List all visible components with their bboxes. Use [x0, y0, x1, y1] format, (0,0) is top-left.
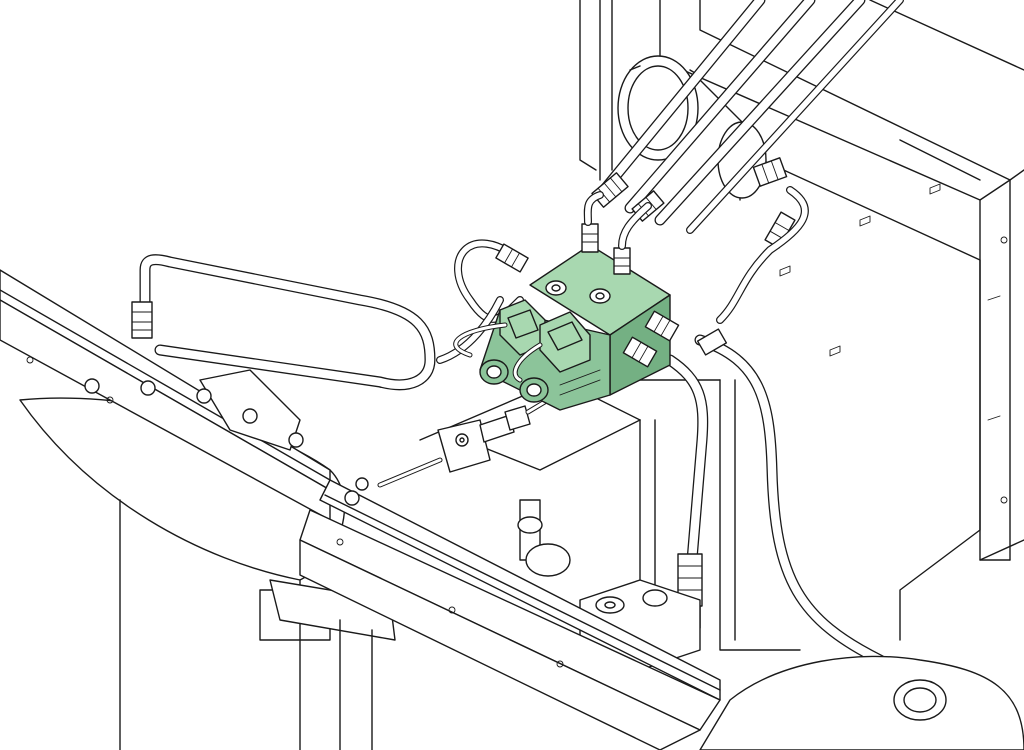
lower-pivot-bracket — [517, 499, 701, 671]
rear-frame-plate — [659, 0, 1024, 561]
hydraulic-valve-block — [479, 244, 671, 411]
valve-side-fittings — [622, 310, 728, 368]
lower-right-hoses — [664, 334, 1024, 750]
upper-mast-plate — [579, 0, 613, 181]
upper-hose-bundle — [594, 0, 904, 234]
eye-bracket — [699, 655, 1024, 750]
beam-bolts — [84, 378, 304, 448]
front-beam — [299, 477, 721, 750]
gusset-plate — [719, 149, 981, 651]
sensor-connector — [377, 397, 551, 488]
right-hose-loop — [716, 186, 809, 324]
valve-wires — [453, 322, 543, 383]
left-supply-hose — [131, 254, 504, 391]
valve-top-fittings — [581, 191, 652, 275]
